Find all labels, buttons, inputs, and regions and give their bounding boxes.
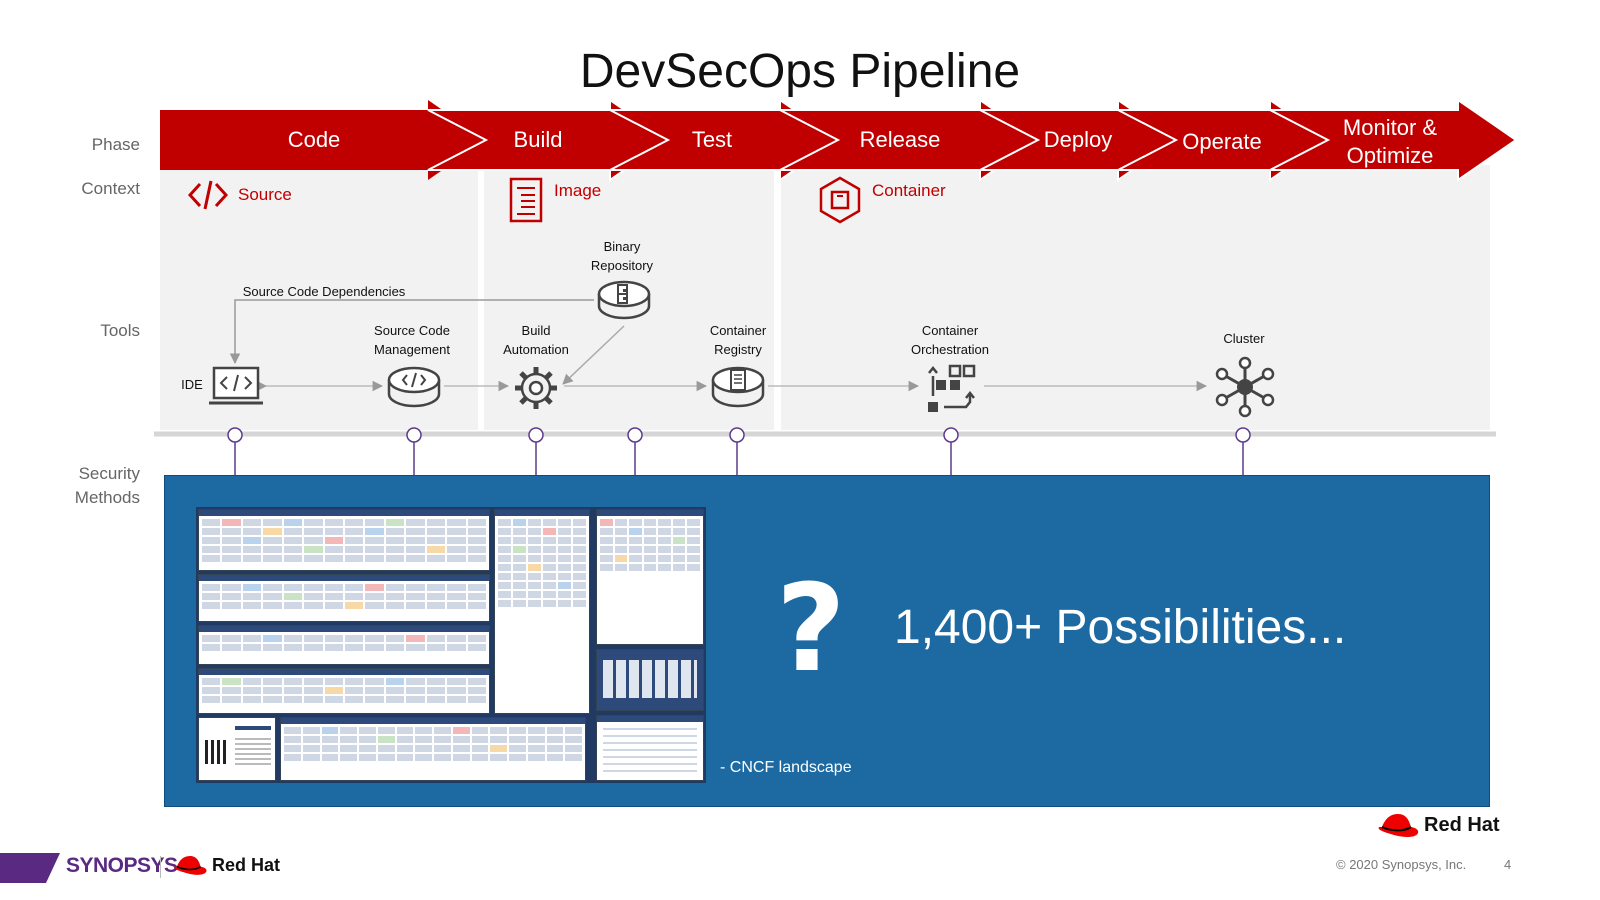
landscape-section (494, 509, 590, 714)
container-hexagon-icon (819, 176, 861, 224)
landscape-section (596, 715, 704, 781)
phase-arrow-code (160, 100, 486, 180)
row-label-tools: Tools (100, 321, 140, 340)
redhat-logo-footer: Red Hat (172, 852, 280, 878)
context-source: Source (188, 178, 292, 212)
tool-label-binary-line1: Binary (603, 239, 641, 254)
phase-label-operate: Operate (1182, 129, 1262, 154)
phase-label-monitor: Monitor & Optimize (1320, 114, 1460, 169)
landscape-section (596, 509, 704, 645)
tool-label-scm-line2: Management (374, 341, 450, 357)
tool-label-scm: Source Code Management (354, 322, 470, 360)
page-number: 4 (1504, 857, 1512, 872)
landscape-section (198, 625, 490, 665)
tool-label-build-line2: Automation (503, 341, 569, 357)
redhat-footer-text: Red Hat (212, 854, 281, 875)
redhat-logo-corner: Red Hat (1376, 810, 1500, 840)
tool-label-registry-line2: Registry (714, 341, 762, 357)
tool-label-registry-line1: Container (709, 323, 767, 338)
tool-label-build-line1: Build (521, 323, 551, 338)
phase-arrows (160, 98, 1518, 182)
phase-arrow-test (609, 98, 840, 182)
landscape-section (198, 574, 490, 622)
code-brackets-icon (188, 180, 228, 210)
scm-disk-icon (387, 366, 441, 408)
landscape-section (198, 668, 490, 714)
tool-label-orchestration-line1: Container (921, 323, 979, 338)
document-icon (509, 177, 543, 223)
tool-label-build: Build Automation (484, 322, 588, 360)
tool-label-dependencies: Source Code Dependencies (242, 284, 406, 299)
phase-label-monitor-line2: Optimize (1346, 142, 1434, 168)
context-source-label: Source (238, 185, 292, 204)
landscape-section (596, 649, 704, 711)
copyright-text: © 2020 Synopsys, Inc. (1336, 857, 1467, 872)
gear-icon (515, 367, 557, 409)
tool-label-cluster: Cluster (1223, 331, 1265, 346)
cluster-icon (1215, 356, 1275, 418)
phase-label-build: Build (513, 127, 563, 152)
row-label-security-line2: Methods (74, 487, 140, 507)
tool-label-orchestration-line2: Orchestration (910, 341, 990, 357)
laptop-code-icon (209, 366, 263, 405)
row-label-context: Context (81, 179, 140, 198)
row-label-security-line1: Security (78, 464, 140, 483)
phase-label-test: Test (691, 127, 733, 152)
redhat-corner-text: Red Hat (1424, 813, 1500, 836)
context-container: Container (818, 176, 946, 224)
phase-arrow-monitor (1269, 98, 1518, 182)
redhat-hat-icon (1378, 814, 1419, 838)
phase-label-deploy: Deploy (1043, 127, 1113, 152)
tool-label-registry: Container Registry (688, 322, 788, 360)
context-image: Image (508, 176, 601, 224)
tool-label-orchestration: Container Orchestration (892, 322, 1008, 360)
phase-arrow-build (427, 98, 670, 182)
phase-arrow-operate (1117, 98, 1330, 182)
landscape-qr-card (198, 717, 276, 781)
landscape-section (198, 509, 490, 571)
tool-label-ide: IDE (181, 377, 203, 392)
context-container-label: Container (872, 181, 946, 200)
phase-label-monitor-line1: Monitor & (1342, 115, 1438, 140)
phase-label-release: Release (859, 127, 941, 152)
footer-purple-bar (0, 853, 60, 883)
container-registry-icon (711, 366, 765, 408)
row-label-security: Security Methods (10, 462, 140, 510)
possibilities-text: 1,400+ Possibilities... (894, 601, 1347, 654)
binary-repository-icon (597, 280, 651, 320)
tool-label-binary: Binary Repository (572, 238, 672, 276)
phase-arrow-release (779, 98, 1040, 182)
security-timeline (154, 427, 1496, 475)
synopsys-logo: SYNOPSYS (66, 854, 178, 877)
footer-divider (160, 856, 161, 878)
redhat-hat-icon (174, 856, 207, 875)
page-title: DevSecOps Pipeline (579, 45, 1021, 98)
tool-label-scm-line1: Source Code (374, 323, 450, 338)
context-image-label: Image (554, 181, 602, 200)
phase-arrow-deploy (979, 98, 1178, 182)
cncf-landscape-image (196, 507, 706, 783)
tools-connectors (229, 299, 1208, 392)
orchestration-icon (928, 364, 976, 412)
row-label-phase: Phase (91, 135, 140, 154)
phase-label-code: Code (287, 127, 341, 152)
question-mark: ? (776, 560, 846, 699)
tool-label-binary-line2: Repository (590, 257, 654, 273)
landscape-section (280, 717, 586, 781)
cncf-caption: - CNCF landscape (720, 759, 852, 776)
